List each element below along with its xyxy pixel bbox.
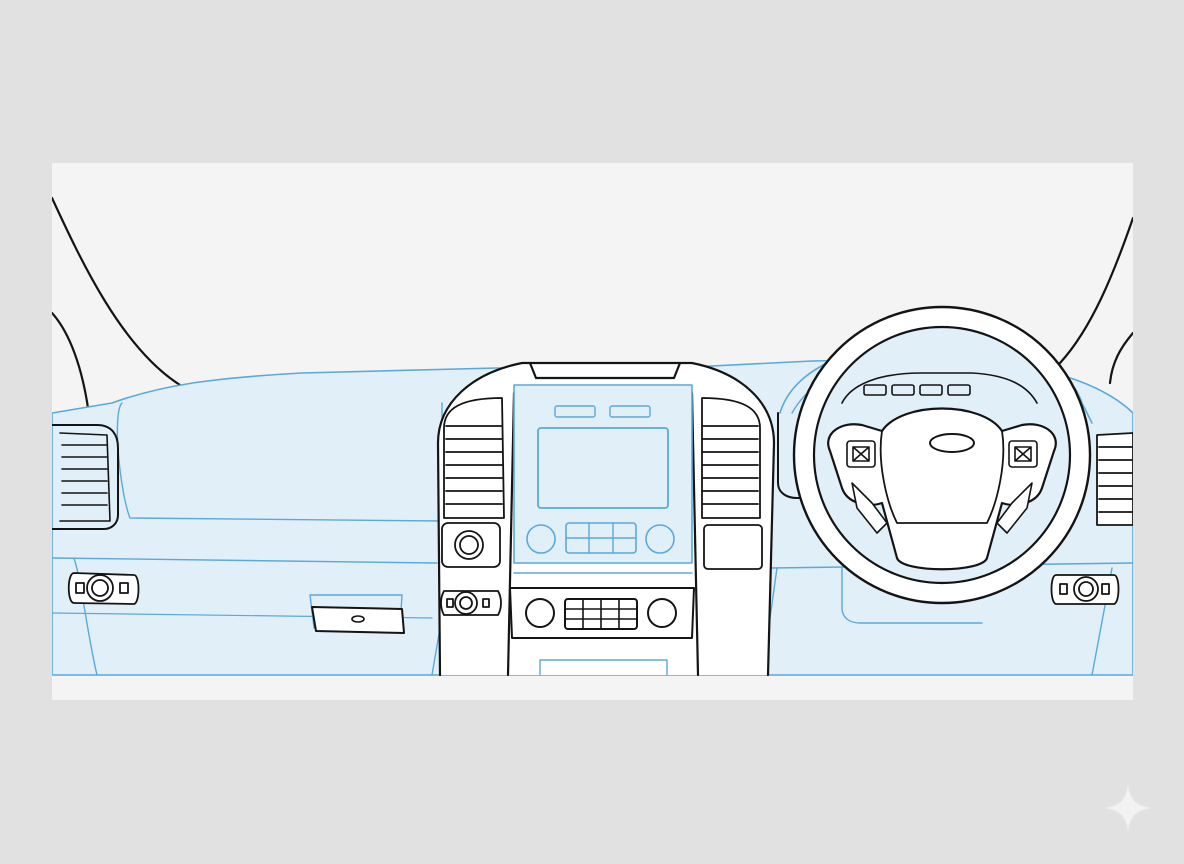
center-left-air-vent-icon [443,397,505,519]
glovebox-handle-icon [309,594,405,634]
infotainment-screen-icon [537,427,669,509]
windshield-pillars [52,196,1133,410]
climate-control-panel [509,572,695,676]
center-right-air-vent-icon [701,397,761,519]
dashboard-drawing [52,196,1133,677]
control-knob-icon [440,522,502,616]
headlight-switch-icon [67,572,140,605]
dashboard-illustration [52,163,1133,700]
center-display-panel [513,384,693,564]
right-light-switch-icon [1050,574,1120,605]
steering-wheel-icon [792,305,1092,605]
left-air-vent-icon [52,424,119,530]
sparkle-icon [1103,783,1153,833]
right-air-vent-icon [1096,432,1133,526]
right-stack-switch [703,524,763,570]
